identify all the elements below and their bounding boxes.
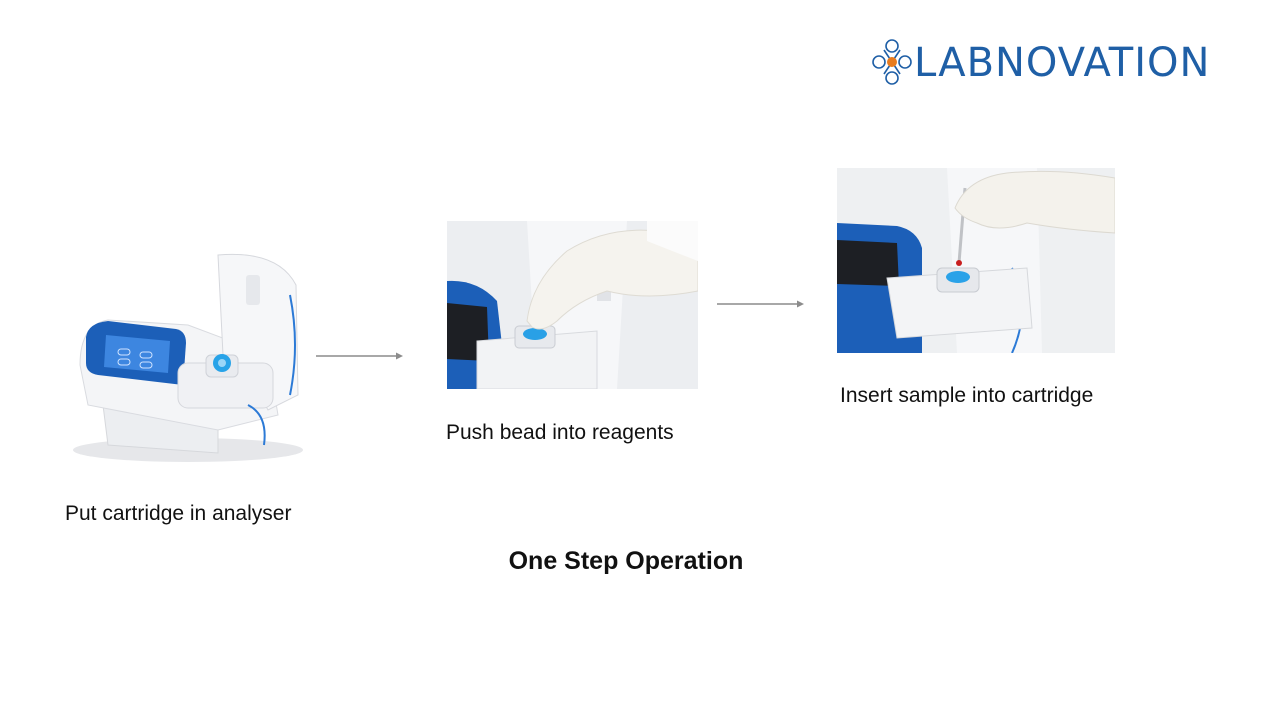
gloved-hand-inserting-sample-photo: [837, 168, 1115, 353]
company-logo: LABNOVATION: [870, 36, 1209, 90]
labnovation-molecule-logo-icon: [872, 39, 912, 85]
gloved-hand-pushing-bead-photo: [447, 221, 698, 389]
arrow-right-icon: [316, 352, 403, 360]
analyser-open-lid-photo: [68, 245, 308, 465]
slide-title: One Step Operation: [508, 547, 744, 575]
step-caption-1: Put cartridge in analyser: [65, 502, 292, 525]
step-caption-3: Insert sample into cartridge: [840, 384, 1094, 407]
step-caption-2: Push bead into reagents: [446, 421, 674, 444]
logo-text: LABNOVATION: [914, 40, 1211, 86]
arrow-right-icon: [717, 300, 804, 308]
